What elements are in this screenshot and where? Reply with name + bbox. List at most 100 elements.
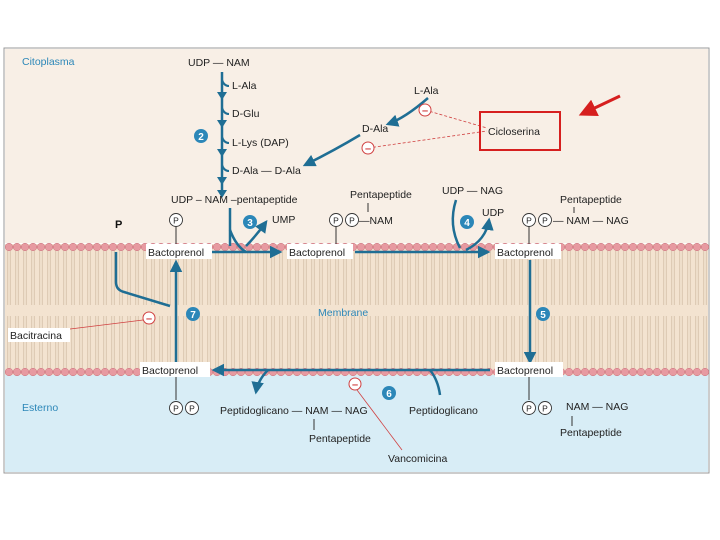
nag-in-curve	[451, 199, 462, 249]
lipid-head-outer	[676, 242, 686, 252]
lipid-head-inner	[100, 367, 110, 377]
step-3-number: 3	[247, 218, 253, 229]
l-ala-right-label: L-Ala	[414, 85, 439, 97]
lipid-head-inner	[4, 367, 14, 377]
lipid-head-outer	[252, 242, 262, 252]
step-7-circle	[186, 307, 200, 321]
red-pointer-arrow	[578, 94, 621, 116]
lipid-head-inner	[676, 367, 686, 377]
dephosphorylation-path	[114, 252, 171, 308]
nam-1-label: —NAM	[359, 215, 393, 227]
step-5-circle	[536, 307, 550, 321]
lipid-head-outer	[100, 242, 110, 252]
udp-label: UDP	[482, 207, 504, 219]
bactoprenol-1-label: Bactoprenol	[148, 247, 204, 259]
lipid-head-inner	[60, 367, 70, 377]
phosphate-circle	[169, 213, 183, 227]
lipid-head-outer	[36, 242, 46, 252]
chain-head-1	[217, 92, 227, 100]
nam-nag-2-label: NAM — NAG	[566, 401, 628, 413]
lipid-head-outer	[44, 242, 54, 252]
lipid-head-outer	[572, 242, 582, 252]
step-2-number: 2	[198, 132, 204, 143]
step-3-circle	[243, 215, 257, 229]
cycloserine-line-1	[424, 109, 488, 129]
lipid-head-outer	[484, 242, 494, 252]
chain-head-5	[217, 190, 227, 198]
pentapeptide-4-label: Pentapeptide	[560, 427, 622, 439]
lipid-tails	[7, 251, 707, 368]
phosphate-circle-text: P	[173, 216, 179, 226]
lipid-head-inner	[684, 367, 694, 377]
step-6-circle	[382, 386, 396, 400]
bactoprenol-2-bg	[287, 244, 353, 259]
phosphate-circle	[538, 213, 552, 227]
exterior-region	[5, 375, 708, 472]
chain-head-2	[217, 120, 227, 128]
lipid-head-outer	[588, 242, 598, 252]
lipid-head-outer	[212, 242, 222, 252]
chain-head-4	[217, 177, 227, 185]
lipid-head-inner	[132, 367, 142, 377]
phosphate-circle-left: P	[169, 213, 183, 227]
lipid-head-inner	[44, 367, 54, 377]
lipid-head-inner	[652, 367, 662, 377]
udp-nam-label: UDP — NAM	[188, 57, 250, 69]
lipid-head-outer	[260, 242, 270, 252]
lipid-head-outer	[108, 242, 118, 252]
cycloserine-minus-2	[361, 141, 375, 155]
lipid-head-inner	[68, 367, 78, 377]
lipid-head-outer	[396, 242, 406, 252]
pentapeptide-1-label: Pentapeptide	[350, 189, 412, 201]
lipid-head-inner	[580, 367, 590, 377]
phosphate-circle	[169, 401, 183, 415]
peptidoglycan-out-curve-2	[429, 369, 442, 396]
lipid-head-outer	[412, 242, 422, 252]
lipid-head-outer	[668, 242, 678, 252]
lipid-head-outer	[372, 242, 382, 252]
phosphate-circle-text: P	[542, 216, 548, 226]
lipid-head-outer	[356, 242, 366, 252]
lipid-head-outer	[580, 242, 590, 252]
lipid-head-outer	[604, 242, 614, 252]
pp-circles-bottom-right: P P	[522, 377, 552, 415]
bacitracin-inhibition: – Bacitracina	[8, 311, 156, 342]
lipid-head-inner	[588, 367, 598, 377]
lipid-head-inner	[692, 367, 702, 377]
pp-circles-right: P P	[522, 213, 552, 227]
step-4-marker: 4	[460, 215, 474, 229]
phosphate-circle-text: P	[526, 216, 532, 226]
step-7-marker: 7	[186, 307, 200, 321]
lipid-head-outer	[132, 242, 142, 252]
chain-join-3	[221, 136, 230, 144]
step-2-circle	[194, 129, 208, 143]
lipid-head-outer	[276, 242, 286, 252]
phosphate-circle-text: P	[189, 404, 195, 414]
lipid-head-outer	[620, 242, 630, 252]
lipid-head-inner	[620, 367, 630, 377]
lipid-head-outer	[476, 242, 486, 252]
d-ala-label: D-Ala	[362, 123, 388, 135]
d-ala-to-dipeptide-arrow	[302, 133, 361, 167]
pentapeptide-2-label: Pentapeptide	[560, 194, 622, 206]
lipid-head-inner	[628, 367, 638, 377]
bacitracin-minus-sign: –	[146, 313, 152, 325]
phosphate-circle-text: P	[173, 404, 179, 414]
lipid-head-outer	[388, 242, 398, 252]
lipid-head-outer	[92, 242, 102, 252]
chain-head-3	[217, 149, 227, 157]
phosphate-circle	[329, 213, 343, 227]
bactoprenol-5-label: Bactoprenol	[497, 365, 553, 377]
udp-nag-label: UDP — NAG	[442, 185, 503, 197]
cycloserine-minus-1	[418, 103, 432, 117]
lipid-head-outer	[444, 242, 454, 252]
cycloserine-label: Cicloserina	[488, 126, 540, 138]
bacitracin-bg	[8, 328, 70, 342]
lipid-head-inner	[36, 367, 46, 377]
phosphate-circle-text: P	[333, 216, 339, 226]
d-glu-label: D-Glu	[232, 108, 260, 120]
step-4-number: 4	[464, 218, 470, 229]
lipid-head-inner	[108, 367, 118, 377]
vancomycin-line	[356, 389, 403, 451]
